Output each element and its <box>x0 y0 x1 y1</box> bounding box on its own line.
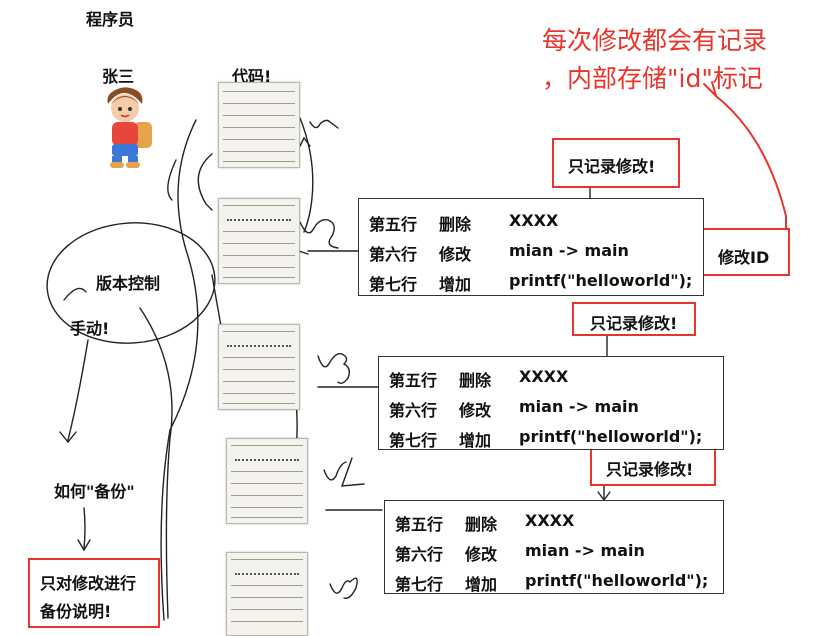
change-line: 第六行 <box>369 241 417 265</box>
backup-note-line2: 备份说明! <box>40 598 111 622</box>
change-op: 修改 <box>459 397 491 421</box>
version-mark-v3 <box>318 354 349 384</box>
change-op: 增加 <box>459 427 491 451</box>
backup-note-line1: 只对修改进行 <box>40 570 136 594</box>
change-line: 第五行 <box>389 367 437 391</box>
change-line: 第七行 <box>369 271 417 295</box>
only-record-box-2: 只记录修改! <box>572 302 696 336</box>
change-line: 第五行 <box>395 511 443 535</box>
programmer-label: 程序员 <box>86 6 134 30</box>
change-op: 删除 <box>459 367 491 391</box>
change-op: 修改 <box>465 541 497 565</box>
annotation-line2: ，内部存储"id"标记 <box>542 62 763 96</box>
change-detail: XXXX <box>525 511 574 530</box>
change-log-box-3: 第五行 删除 XXXX 第六行 修改 mian -> main 第七行 增加 p… <box>384 500 724 594</box>
change-op: 增加 <box>465 571 497 595</box>
code-page-thumbnail-v5 <box>226 552 308 636</box>
boy-avatar-icon <box>94 84 156 170</box>
backup-note-box: 只对修改进行 备份说明! <box>28 558 160 628</box>
code-page-thumbnail-v4 <box>226 438 308 524</box>
change-line: 第六行 <box>395 541 443 565</box>
version-mark-v2 <box>300 220 338 248</box>
version-mark-v1 <box>310 120 338 128</box>
change-line: 第七行 <box>389 427 437 451</box>
version-control-label: 版本控制 <box>96 270 160 294</box>
only-record-box-3: 只记录修改! <box>590 446 716 486</box>
change-detail: mian -> main <box>509 241 629 260</box>
only-record-box-1: 只记录修改! <box>552 138 680 188</box>
annotation-line1: 每次修改都会有记录 <box>542 24 767 58</box>
change-detail: XXXX <box>519 367 568 386</box>
code-page-thumbnail-v1 <box>218 82 300 168</box>
change-detail: mian -> main <box>525 541 645 560</box>
only-record-label-2: 只记录修改! <box>590 310 677 334</box>
change-detail: XXXX <box>509 211 558 230</box>
change-op: 修改 <box>439 241 471 265</box>
change-detail: mian -> main <box>519 397 639 416</box>
how-backup-label: 如何"备份" <box>54 478 135 502</box>
change-log-box-2: 第五行 删除 XXXX 第六行 修改 mian -> main 第七行 增加 p… <box>378 356 724 450</box>
modify-id-box: 修改ID <box>702 228 790 276</box>
change-line: 第七行 <box>395 571 443 595</box>
change-detail: printf("helloworld"); <box>525 571 708 590</box>
change-op: 删除 <box>439 211 471 235</box>
change-op: 增加 <box>439 271 471 295</box>
change-line: 第五行 <box>369 211 417 235</box>
change-log-box-1: 第五行 删除 XXXX 第六行 修改 mian -> main 第七行 增加 p… <box>358 198 704 296</box>
change-op: 删除 <box>465 511 497 535</box>
modify-id-label: 修改ID <box>718 244 769 268</box>
version-mark-v5 <box>330 578 357 598</box>
change-line: 第六行 <box>389 397 437 421</box>
code-page-thumbnail-v2 <box>218 198 300 284</box>
only-record-label-1: 只记录修改! <box>568 153 655 177</box>
change-detail: printf("helloworld"); <box>509 271 692 290</box>
version-mark-v4 <box>324 458 364 486</box>
change-detail: printf("helloworld"); <box>519 427 702 446</box>
code-page-thumbnail-v3 <box>218 324 300 410</box>
manual-label: 手动! <box>70 315 109 339</box>
only-record-label-3: 只记录修改! <box>606 456 693 480</box>
